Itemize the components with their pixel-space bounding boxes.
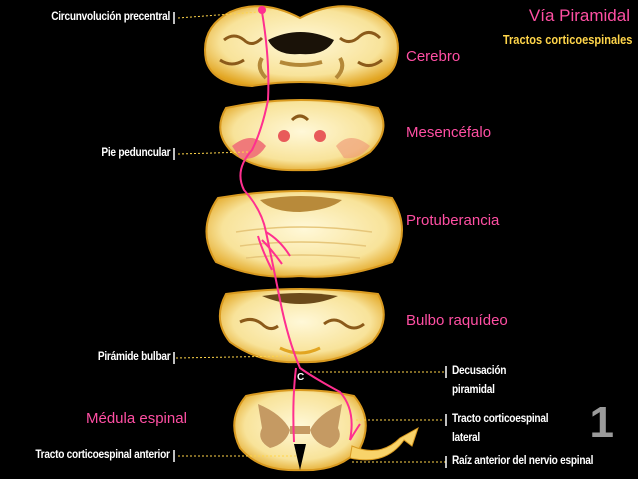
region-mesencefalo: Mesencéfalo (406, 124, 492, 141)
label-ticks (173, 12, 447, 468)
spinal-cord-section (233, 389, 419, 472)
label-tracto-lateral-2: lateral (452, 432, 480, 444)
label-piramide-bulbar: Pirámide bulbar (97, 351, 170, 363)
label-tracto-anterior: Tracto corticoespinal anterior (35, 449, 171, 461)
midbrain-section (219, 99, 385, 172)
medulla-section (219, 288, 385, 364)
pons-section (205, 190, 403, 278)
region-protuberancia: Protuberancia (406, 212, 500, 229)
page-title: Vía Piramidal (528, 6, 630, 25)
slide-number: 1 (589, 398, 614, 447)
corticospinal-tract (239, 11, 361, 443)
region-cerebro: Cerebro (406, 48, 461, 65)
label-tracto-lateral-1: Tracto corticoespinal (452, 413, 549, 425)
decussation-marker: C (297, 372, 304, 383)
region-medula: Médula espinal (86, 410, 187, 427)
label-pie-peduncular: Pie peduncular (101, 147, 170, 159)
label-circunvolucion: Circunvolución precentral (51, 11, 170, 23)
region-bulbo: Bulbo raquídeo (406, 312, 508, 329)
page-subtitle: Tractos corticoespinales (502, 32, 632, 47)
label-decusacion-2: piramidal (452, 384, 495, 396)
label-raiz-anterior: Raíz anterior del nervio espinal (452, 455, 594, 467)
leader-lines (175, 11, 446, 463)
brain-section (204, 5, 399, 88)
label-decusacion-1: Decusación (452, 365, 507, 377)
